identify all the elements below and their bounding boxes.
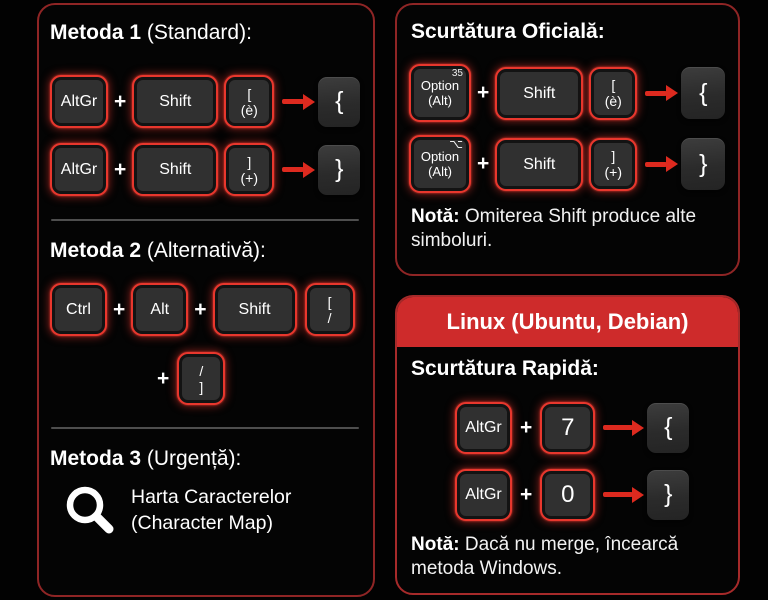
key-shift: Shift xyxy=(132,143,219,196)
key-option: 35 Option (Alt) xyxy=(409,64,471,122)
plus-sign: + xyxy=(157,366,170,390)
plus-sign: + xyxy=(477,81,490,104)
result-key-close-brace: } xyxy=(318,144,361,195)
character-map-row: Harta Caracterelor (Character Map) xyxy=(63,483,291,537)
method2-row-extra: + / ] xyxy=(157,352,226,405)
method1-row-open-brace: AltGr + Shift [ (è) { xyxy=(50,75,361,128)
method2-title: Metoda 2 (Alternativă): xyxy=(50,238,266,264)
panel-windows: Metoda 1 (Standard): AltGr + Shift [ (è)… xyxy=(37,3,375,597)
linux-row-close-brace: AltGr + 0 } xyxy=(455,468,690,521)
mac-note: Notă: Omiterea Shift produce alte simbol… xyxy=(411,206,697,251)
section-divider xyxy=(51,219,359,221)
arrow-icon xyxy=(282,167,305,172)
key-digit-0: 0 xyxy=(540,468,596,521)
plus-sign: + xyxy=(194,297,207,321)
character-map-label: Harta Caracterelor (Character Map) xyxy=(131,484,291,536)
method1-title-bold: Metoda 1 xyxy=(50,21,142,44)
option-symbol: ⌥ xyxy=(449,137,463,151)
key-bracket-slash: [ / xyxy=(304,283,355,336)
result-key-open-brace: { xyxy=(318,76,361,127)
method1-title-rest: (Standard): xyxy=(141,21,252,44)
method3-title: Metoda 3 (Urgență): xyxy=(50,446,241,472)
linux-row-open-brace: AltGr + 7 { xyxy=(455,401,690,454)
key-shift: Shift xyxy=(495,137,584,191)
key-shift: Shift xyxy=(132,75,219,128)
key-shift: Shift xyxy=(212,283,297,336)
key-altgr: AltGr xyxy=(50,143,108,196)
result-key-close-brace: } xyxy=(647,469,690,520)
key-shift: Shift xyxy=(495,66,584,120)
mac-title: Scurtătura Oficială: xyxy=(411,20,605,43)
key-altgr: AltGr xyxy=(50,75,108,128)
key-slash-bracket: / ] xyxy=(177,352,226,405)
method2-title-bold: Metoda 2 xyxy=(50,239,142,262)
key-alt: Alt xyxy=(131,283,189,336)
method3-title-rest: (Urgență): xyxy=(141,447,242,470)
key-ctrl: Ctrl xyxy=(50,283,107,336)
method1-row-close-brace: AltGr + Shift ] (+) } xyxy=(50,143,361,196)
plus-sign: + xyxy=(477,152,490,175)
result-key-open-brace: { xyxy=(647,402,690,453)
key-bracket-open: [ (è) xyxy=(224,75,275,128)
method3-title-bold: Metoda 3 xyxy=(50,447,142,470)
key-bracket-open: [ (è) xyxy=(589,66,638,120)
plus-sign: + xyxy=(113,297,126,321)
key-bracket-close: ] (+) xyxy=(224,143,275,196)
key-altgr: AltGr xyxy=(455,401,512,454)
character-map-line1: Harta Caracterelor xyxy=(131,486,292,508)
plus-sign: + xyxy=(520,482,533,506)
arrow-icon xyxy=(282,99,305,104)
linux-header-label: Linux (Ubuntu, Debian) xyxy=(446,309,689,334)
linux-header: Linux (Ubuntu, Debian) xyxy=(397,297,738,347)
panel-mac: Scurtătura Oficială: 35 Option (Alt) + S… xyxy=(395,3,740,276)
linux-title: Scurtătura Rapidă: xyxy=(411,357,599,380)
section-divider xyxy=(51,427,359,429)
panel-linux: Linux (Ubuntu, Debian) Scurtătura Rapidă… xyxy=(395,295,740,595)
arrow-icon xyxy=(603,492,634,497)
key-option: ⌥ Option (Alt) xyxy=(409,135,471,193)
key-bracket-close: ] (+) xyxy=(589,137,638,191)
method1-title: Metoda 1 (Standard): xyxy=(50,20,252,46)
arrow-icon xyxy=(645,90,668,96)
key-digit-7: 7 xyxy=(540,401,596,454)
result-key-close-brace: } xyxy=(681,138,726,190)
key-altgr: AltGr xyxy=(455,468,512,521)
mac-row-open-brace: 35 Option (Alt) + Shift [ (è) { xyxy=(409,64,726,122)
linux-note: Notă: Dacă nu merge, încearcă metoda Win… xyxy=(411,534,679,579)
arrow-icon xyxy=(603,425,634,430)
plus-sign: + xyxy=(114,157,127,181)
option-symbol: 35 xyxy=(451,68,463,79)
magnifier-icon xyxy=(66,486,114,534)
mac-row-close-brace: ⌥ Option (Alt) + Shift ] (+) } xyxy=(409,135,726,193)
method2-row-main: Ctrl + Alt + Shift [ / xyxy=(50,283,355,336)
character-map-line2: (Character Map) xyxy=(131,512,273,534)
plus-sign: + xyxy=(520,415,533,439)
arrow-icon xyxy=(645,161,668,167)
plus-sign: + xyxy=(114,89,127,113)
method2-title-rest: (Alternativă): xyxy=(141,239,266,262)
result-key-open-brace: { xyxy=(681,67,726,119)
